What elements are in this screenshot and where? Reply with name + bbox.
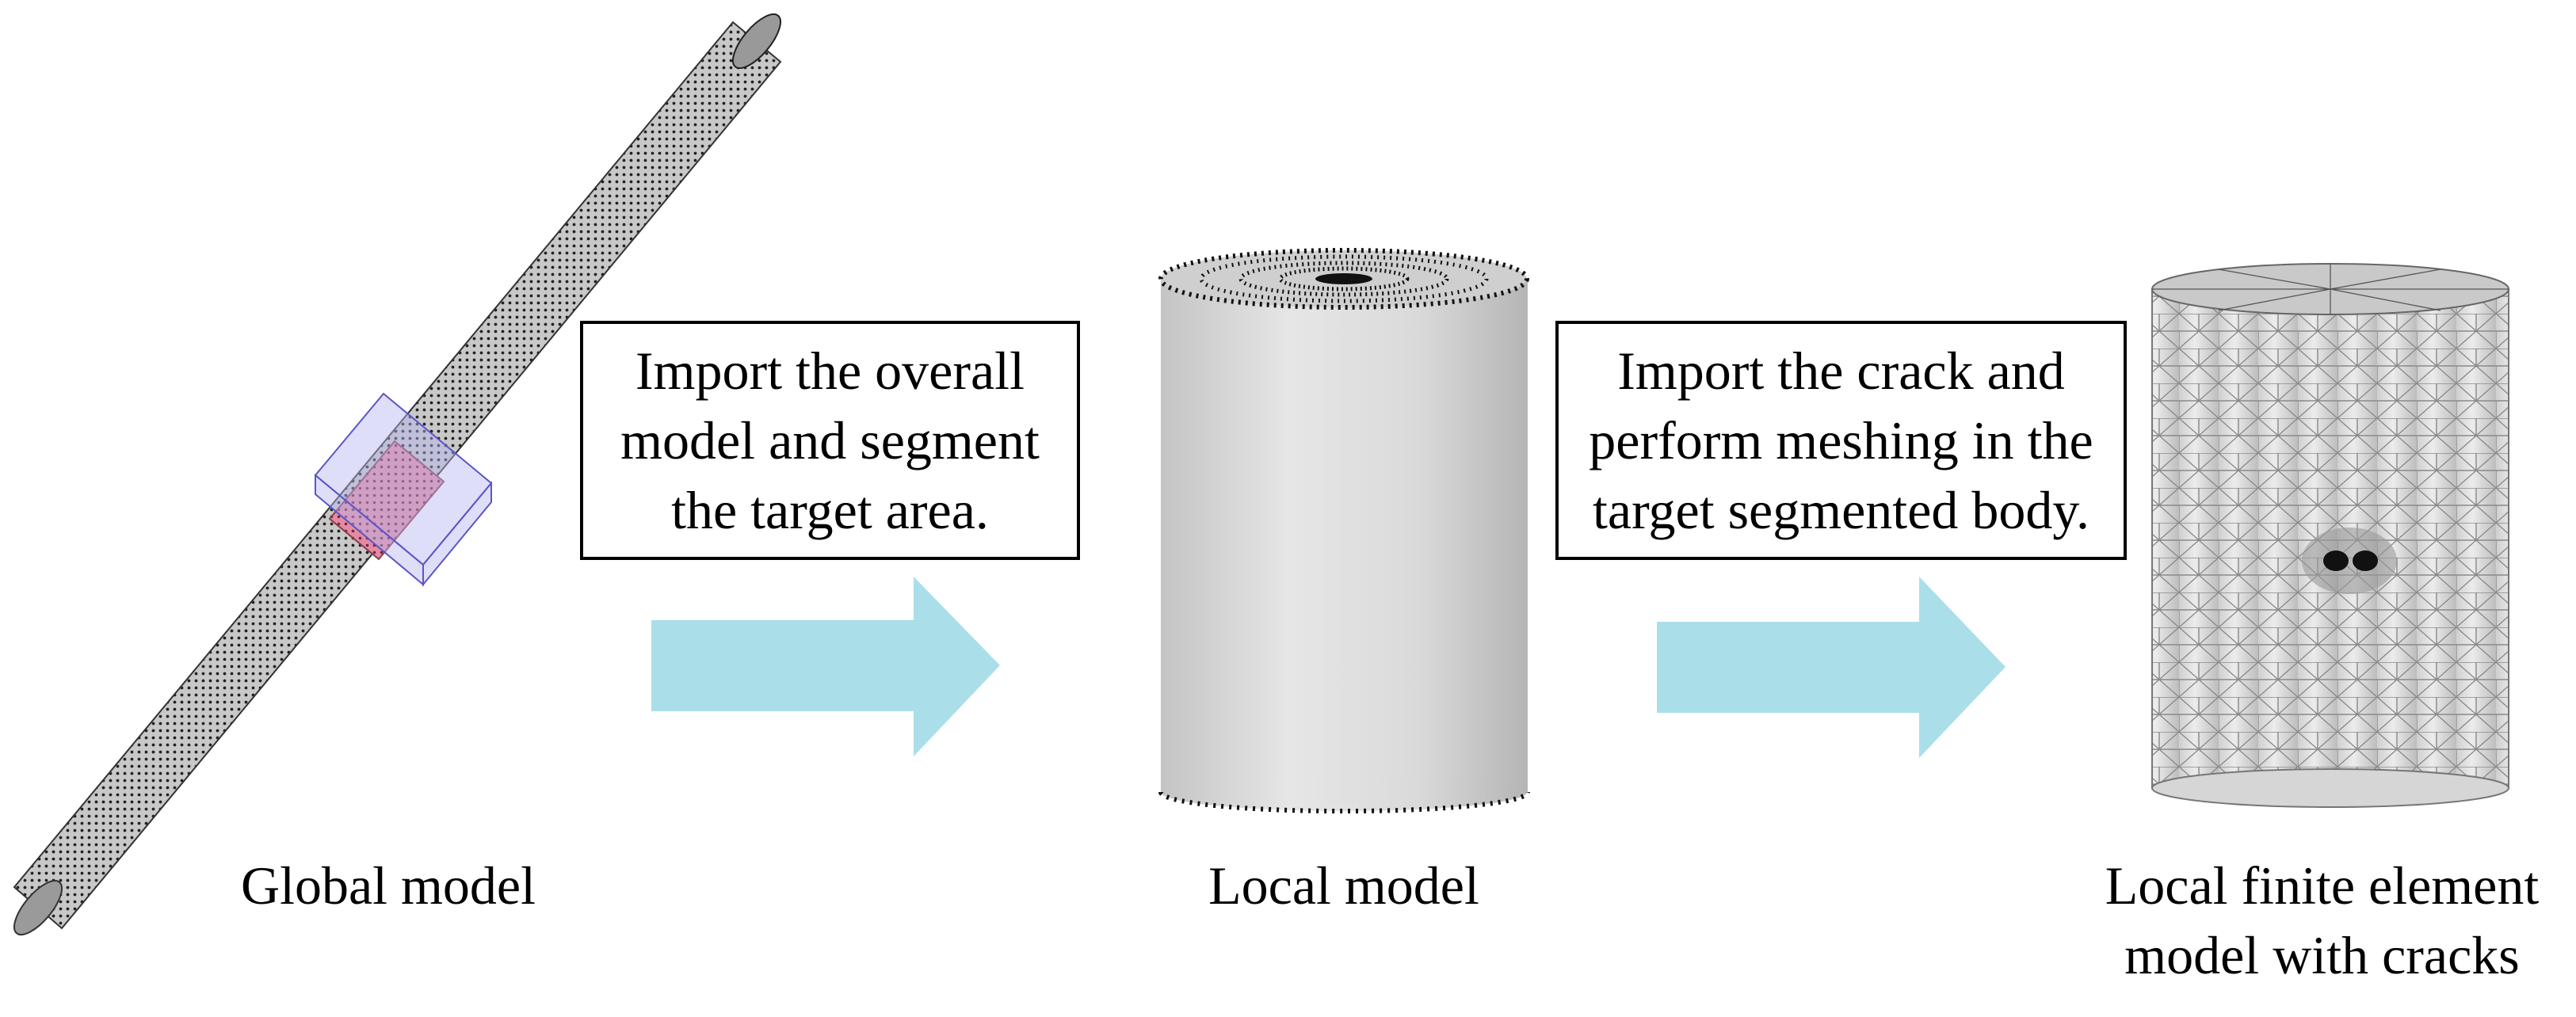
step-box-2-line-2: perform meshing in the <box>1589 410 2093 470</box>
step-box-2: Import the crack and perform meshing in … <box>1555 321 2127 560</box>
caption-global-model: Global model <box>190 851 586 920</box>
segment-box-icon <box>314 392 493 587</box>
step-box-1: Import the overall model and segment the… <box>580 321 1080 560</box>
caption-local-model-line-1: Local model <box>1208 855 1479 916</box>
caption-local-fe-model: Local finite element model with cracks <box>2068 851 2576 990</box>
caption-global-model-line-1: Global model <box>240 855 536 916</box>
caption-local-model: Local model <box>1146 851 1542 920</box>
local-model-image <box>1158 248 1530 814</box>
cylinder-icon <box>1161 279 1528 792</box>
step-box-2-line-3: target segmented body. <box>1593 480 2089 540</box>
step-box-1-line-2: model and segment <box>620 410 1040 470</box>
step-box-1-line-1: Import the overall <box>635 341 1025 401</box>
step-box-1-line-3: the target area. <box>671 480 989 540</box>
right-arrow-icon <box>1657 577 2005 758</box>
caption-local-fe-model-line-2: model with cracks <box>2124 925 2520 985</box>
local-fe-model-image <box>2151 263 2509 808</box>
crack-icon <box>2302 528 2397 594</box>
global-model-image <box>13 13 782 935</box>
step-box-2-line-1: Import the crack and <box>1617 341 2065 401</box>
caption-local-fe-model-line-1: Local finite element <box>2105 855 2540 916</box>
right-arrow-icon <box>651 577 1000 756</box>
